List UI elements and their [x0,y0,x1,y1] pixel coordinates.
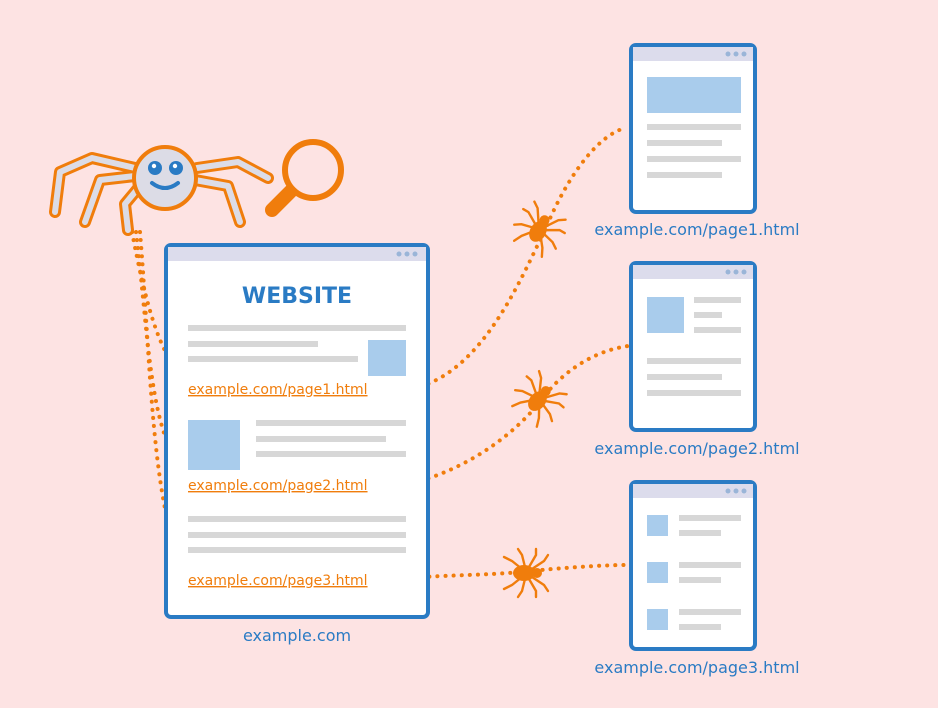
image-placeholder [647,562,668,583]
link-page3[interactable]: example.com/page3.html [188,573,368,589]
image-placeholder [647,515,668,536]
eye-icon [169,161,183,175]
eye-icon [148,161,162,175]
crawl-path-to-page1 [403,126,627,392]
text-lines [188,325,406,362]
page2-window [629,261,757,432]
page3-window [629,480,757,651]
page3-label: example.com/page3.html [594,658,799,677]
link-page1[interactable]: example.com/page1.html [188,382,368,398]
crawler-robot-spider-icon [49,145,274,236]
page2-label: example.com/page2.html [594,439,799,458]
image-placeholder [647,77,741,113]
image-placeholder [368,340,406,376]
page1-window [629,43,757,214]
crawl-path-to-link3 [138,230,187,567]
main-site-label: example.com [243,626,351,645]
text-lines [256,420,406,457]
crawl-path-to-page2 [403,344,630,487]
magnifier-icon [265,139,344,217]
link-page2[interactable]: example.com/page2.html [188,478,368,494]
smile [150,181,180,190]
browser-bar [168,247,426,261]
main-website-window: WEBSITE example.com/page1.html example.c… [164,243,430,619]
page1-label: example.com/page1.html [594,220,799,239]
website-title: WEBSITE [242,284,352,309]
spider-icon [506,197,572,262]
image-placeholder [188,420,240,470]
image-placeholder [647,609,668,630]
text-lines [188,516,406,553]
window-dots [396,251,418,257]
image-placeholder [647,297,684,333]
